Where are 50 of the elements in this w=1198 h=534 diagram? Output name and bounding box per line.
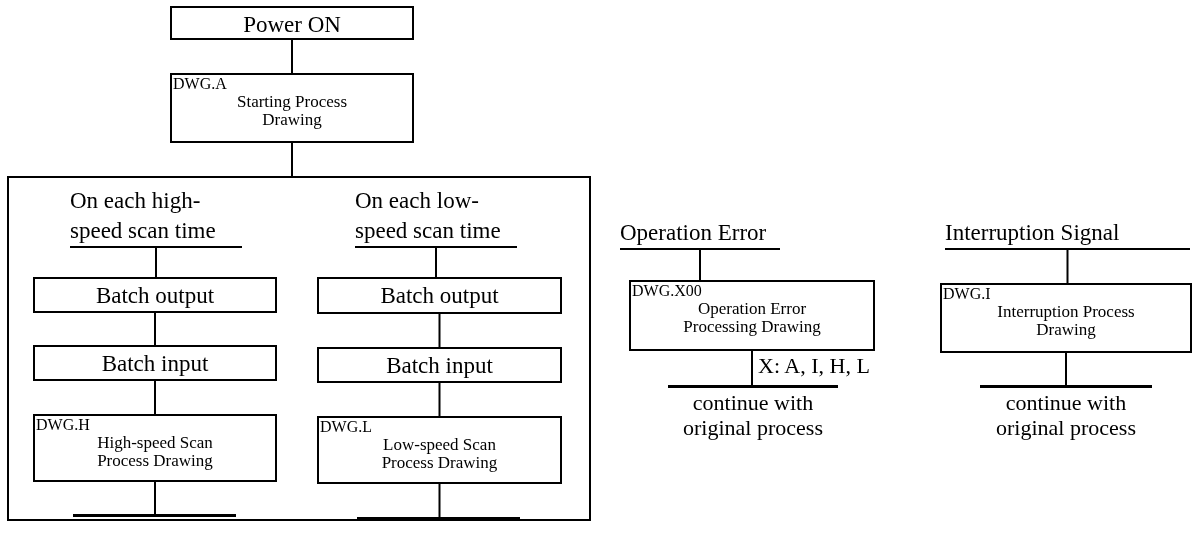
trigger-heading: On each high-speed scan time: [70, 186, 242, 248]
end-bar: [357, 517, 520, 521]
connector-line: [435, 246, 437, 278]
box-label: Batch input: [385, 352, 494, 380]
trigger-heading: Interruption Signal: [945, 218, 1190, 250]
connector-line: [1065, 352, 1067, 386]
frame-box: [7, 176, 591, 521]
connector-line: [291, 39, 293, 74]
drawing-id: DWG.I: [943, 286, 991, 302]
trigger-heading: Operation Error: [620, 218, 780, 250]
connector-line: [751, 350, 753, 386]
box-label: Starting Process Drawing: [236, 93, 348, 129]
connector-line: [438, 382, 441, 417]
end-bar: [668, 385, 838, 441]
connector-line: [155, 246, 157, 278]
connector-line: [438, 313, 441, 348]
box-label: Power ON: [242, 11, 342, 39]
box-label: Batch output: [94, 282, 216, 310]
drawing-id: DWG.X00: [632, 283, 702, 299]
process-box: [170, 6, 414, 40]
process-box: [33, 414, 277, 482]
box-label: Batch input: [100, 350, 210, 378]
process-box: [940, 283, 1192, 353]
trigger-heading: On each low-speed scan time: [355, 186, 517, 248]
note-text: continue with original process: [995, 389, 1137, 441]
connector-line: [154, 380, 156, 415]
connector-line: [1066, 248, 1069, 284]
connector-line: [438, 483, 441, 518]
box-label: Operation Error Processing Drawing: [682, 300, 822, 336]
process-box: [317, 347, 562, 383]
box-label: Batch output: [379, 282, 500, 310]
connector-line: [154, 312, 156, 346]
note-text: continue with original process: [682, 389, 824, 441]
process-box: [317, 277, 562, 314]
connector-line: [699, 248, 701, 281]
end-bar: [73, 514, 236, 518]
box-label: High-speed Scan Process Drawing: [96, 434, 214, 470]
drawing-id: DWG.H: [36, 417, 90, 433]
connector-line: [154, 481, 156, 515]
box-label: Interruption Process Drawing: [996, 303, 1136, 339]
process-box: [317, 416, 562, 484]
process-box: [629, 280, 875, 351]
process-box: [170, 73, 414, 143]
process-box: [33, 345, 277, 381]
drawing-id: DWG.A: [173, 76, 227, 92]
end-bar: [980, 385, 1152, 441]
connector-line: [291, 142, 293, 177]
drawing-id: DWG.L: [320, 419, 372, 435]
process-box: [33, 277, 277, 313]
box-label: Low-speed Scan Process Drawing: [380, 436, 499, 472]
